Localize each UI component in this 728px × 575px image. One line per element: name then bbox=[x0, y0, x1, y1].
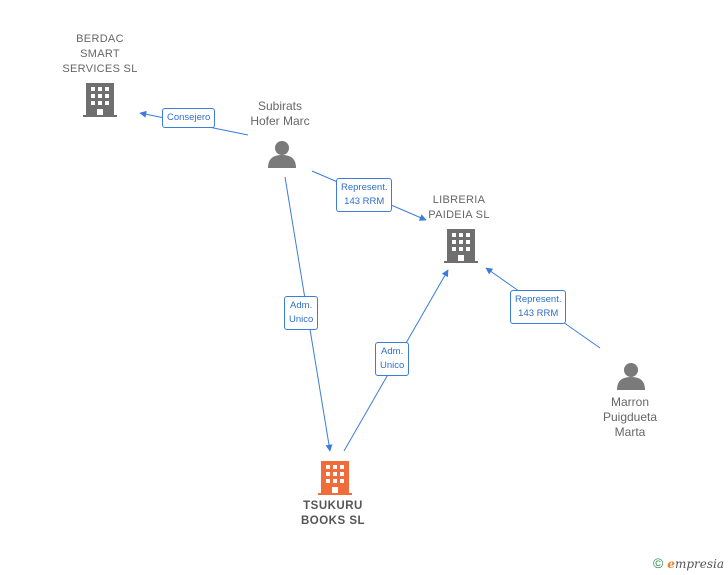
edge-label-adm-subirats: Adm. Unico bbox=[284, 296, 319, 330]
node-label-libreria[interactable]: LIBRERIA PAIDEIA SL bbox=[428, 194, 490, 221]
edge-label-adm-tsukuru: Adm. Unico bbox=[375, 342, 410, 376]
edge-label-represent-marron: Represent. 143 RRM bbox=[510, 290, 567, 324]
building-icon[interactable] bbox=[83, 83, 117, 117]
node-label-marron[interactable]: Marron Puigdueta Marta bbox=[602, 395, 658, 439]
building-icon[interactable] bbox=[318, 461, 352, 495]
edge-label-consejero: Consejero bbox=[162, 108, 216, 128]
footer-brand[interactable]: ©empresia bbox=[653, 555, 724, 571]
node-label-tsukuru[interactable]: TSUKURU BOOKS SL bbox=[300, 500, 366, 527]
person-icon[interactable] bbox=[268, 141, 296, 168]
person-icon[interactable] bbox=[617, 363, 645, 390]
node-label-subirats[interactable]: Subirats Hofer Marc bbox=[250, 99, 310, 128]
copyright-icon: © bbox=[652, 555, 664, 571]
brand-logo: empresia bbox=[667, 557, 724, 571]
node-label-berdac[interactable]: BERDAC SMART SERVICES SL bbox=[62, 33, 138, 75]
building-icon[interactable] bbox=[444, 229, 478, 263]
edge-label-represent-subirats: Represent. 143 RRM bbox=[336, 178, 393, 212]
